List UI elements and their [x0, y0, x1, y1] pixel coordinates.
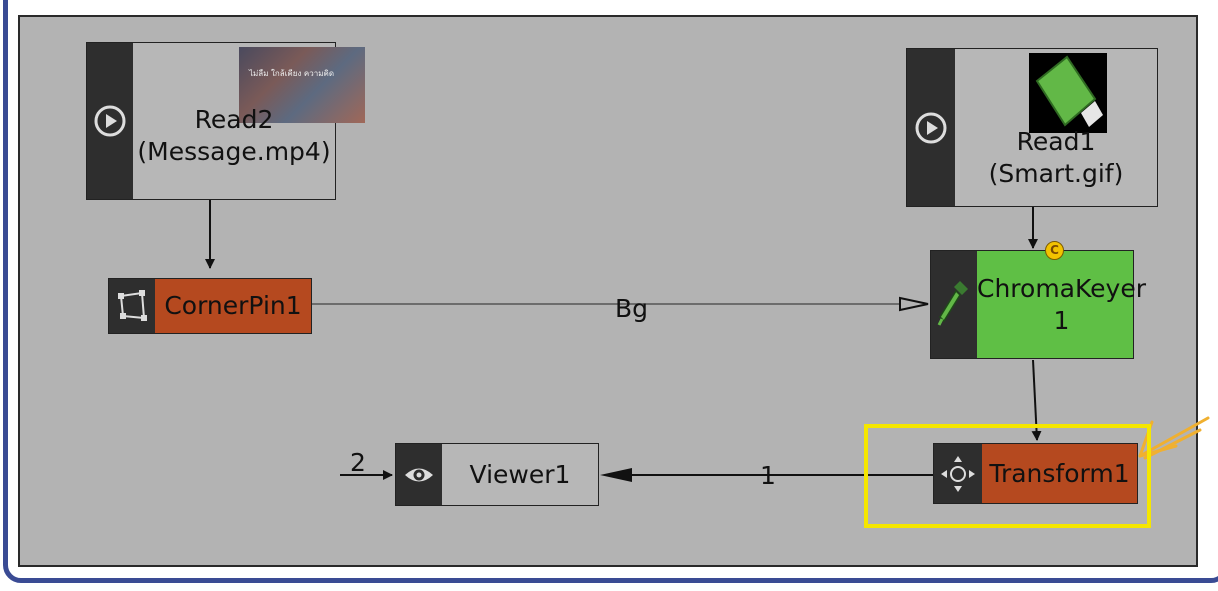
read1-side: [907, 49, 955, 206]
eyedropper-icon: [937, 280, 968, 326]
viewer1-body: Viewer1: [442, 444, 598, 505]
read2-node[interactable]: ไม่ลืม ใกล้เคียง ความคิด Read2 (Message.…: [86, 42, 365, 200]
read1-label: Read1 (Smart.gif): [988, 126, 1124, 188]
cornerpin-icon: [118, 290, 147, 321]
play-icon: [94, 105, 126, 137]
play-icon: [915, 112, 947, 143]
transform1-node[interactable]: Transform1: [933, 443, 1138, 504]
viewer1-label: Viewer1: [469, 459, 571, 489]
cornerpin1-body: CornerPin1: [155, 279, 311, 333]
clone-badge: C: [1045, 241, 1064, 260]
viewer1-node[interactable]: Viewer1: [395, 443, 599, 506]
move-icon: [941, 455, 975, 492]
read1-thumbnail: [1029, 53, 1107, 133]
read2-thumbnail: ไม่ลืม ใกล้เคียง ความคิด: [239, 47, 365, 123]
chromakeyer1-side: [931, 251, 977, 358]
viewer1-side: [396, 444, 442, 505]
transform1-highlight: [864, 424, 1151, 528]
eye-icon: [405, 468, 433, 481]
read2-label: Read2 (Message.mp4): [137, 105, 331, 166]
read1-body: Read1 (Smart.gif): [955, 49, 1157, 206]
transform1-label: Transform1: [989, 458, 1130, 488]
thumbnail-caption: ไม่ลืม ใกล้เคียง ความคิด: [249, 69, 335, 78]
transform1-side: [934, 444, 982, 503]
transform1-body: Transform1: [982, 444, 1137, 503]
chromakeyer1-label: ChromaKeyer 1: [977, 273, 1146, 335]
window-frame: [3, 0, 1218, 583]
chromakeyer1-node[interactable]: ChromaKeyer 1: [930, 250, 1146, 359]
cornerpin1-label: CornerPin1: [164, 291, 302, 320]
viewer-input2-label: 2: [350, 448, 366, 477]
cornerpin1-side: [109, 279, 155, 333]
cornerpin1-node[interactable]: CornerPin1: [108, 278, 312, 334]
chromakeyer1-body: ChromaKeyer 1: [977, 251, 1146, 358]
viewer-input1-label: 1: [760, 461, 776, 490]
read2-body: ไม่ลืม ใกล้เคียง ความคิด Read2 (Message.…: [133, 43, 365, 199]
bg-input-label: Bg: [615, 294, 649, 323]
read1-node[interactable]: Read1 (Smart.gif): [906, 48, 1158, 207]
read2-side: [87, 43, 133, 199]
